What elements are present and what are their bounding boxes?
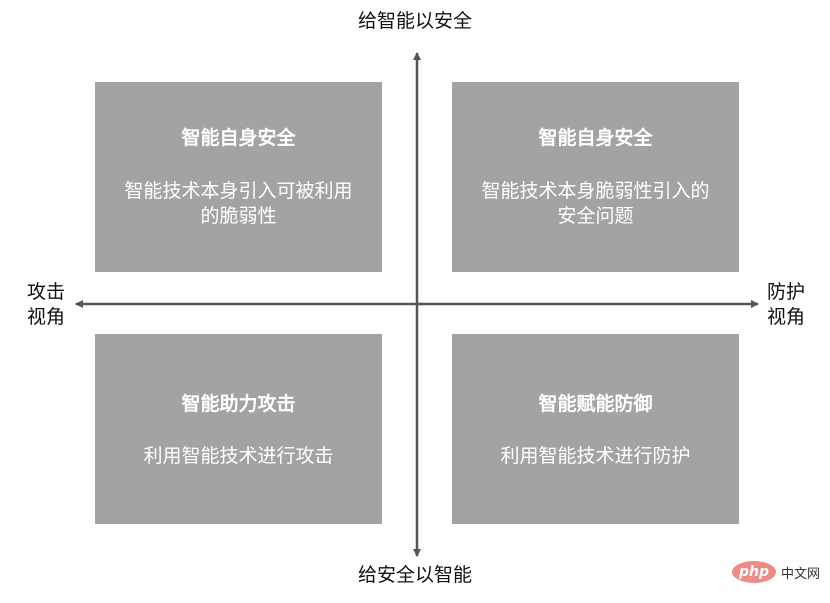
axis-label-right-line: 防护 — [766, 281, 805, 303]
quadrant-title: 智能助力攻击 — [181, 393, 296, 415]
watermark: php 中文网 — [732, 561, 820, 583]
quadrant-bottom-left: 智能助力攻击 利用智能技术进行攻击 — [95, 334, 382, 524]
php-logo-icon: php — [732, 561, 776, 583]
quadrant-top-right: 智能自身安全 智能技术本身脆弱性引入的 安全问题 — [452, 82, 739, 272]
axis-label-right: 防护 视角 — [762, 280, 810, 330]
quadrant-description: 利用智能技术进行防护 — [460, 444, 731, 469]
quadrant-title: 智能自身安全 — [181, 127, 296, 149]
quadrant-title: 智能自身安全 — [538, 127, 653, 149]
quadrant-description: 利用智能技术进行攻击 — [103, 444, 374, 469]
quadrant-description: 智能技术本身脆弱性引入的 安全问题 — [460, 179, 731, 229]
quadrant-description-line: 利用智能技术进行攻击 — [143, 445, 334, 467]
axis-label-right-line: 视角 — [766, 306, 805, 328]
axis-label-left-line: 视角 — [26, 306, 65, 328]
quadrant-description-line: 的脆弱性 — [200, 205, 277, 227]
quadrant-title: 智能赋能防御 — [538, 393, 653, 415]
quadrant-description: 智能技术本身引入可被利用 的脆弱性 — [103, 179, 374, 229]
quadrant-description-line: 安全问题 — [557, 205, 634, 227]
quadrant-description-line: 智能技术本身引入可被利用 — [124, 180, 353, 202]
axis-label-left: 攻击 视角 — [22, 280, 70, 330]
quadrant-description-line: 智能技术本身脆弱性引入的 — [481, 180, 710, 202]
axis-label-left-line: 攻击 — [26, 281, 65, 303]
quadrant-top-left: 智能自身安全 智能技术本身引入可被利用 的脆弱性 — [95, 82, 382, 272]
quadrant-bottom-right: 智能赋能防御 利用智能技术进行防护 — [452, 334, 739, 524]
axis-label-bottom: 给安全以智能 — [357, 564, 472, 586]
axis-label-top: 给智能以安全 — [357, 10, 472, 32]
quadrant-description-line: 利用智能技术进行防护 — [500, 445, 691, 467]
watermark-text: 中文网 — [781, 566, 821, 582]
